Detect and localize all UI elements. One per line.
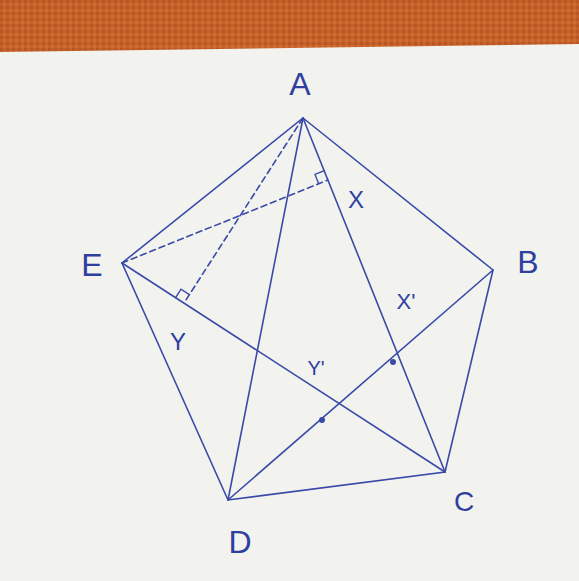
right-angle-mark xyxy=(315,171,324,184)
point-label: E xyxy=(79,248,104,282)
point-label: C xyxy=(452,487,476,517)
point-label: Y' xyxy=(305,357,326,379)
dashed-perpendicular xyxy=(184,118,303,303)
point-label: Y xyxy=(168,329,188,355)
point-label: B xyxy=(515,245,540,279)
point-label: D xyxy=(226,525,253,559)
dashed-perpendicular xyxy=(122,180,328,263)
point-label: X xyxy=(346,187,366,213)
intersection-dot xyxy=(390,359,396,365)
point-label: X' xyxy=(395,290,418,314)
point-label: A xyxy=(287,67,312,101)
diagonal-db xyxy=(228,270,493,500)
diagonal-ac xyxy=(303,118,445,472)
diagonal-ec xyxy=(122,263,445,472)
intersection-dot xyxy=(319,417,325,423)
paper-sheet xyxy=(0,44,579,581)
right-angle-mark xyxy=(176,289,190,298)
diagonal-ad xyxy=(228,118,303,500)
pentagon-outline xyxy=(122,118,493,500)
